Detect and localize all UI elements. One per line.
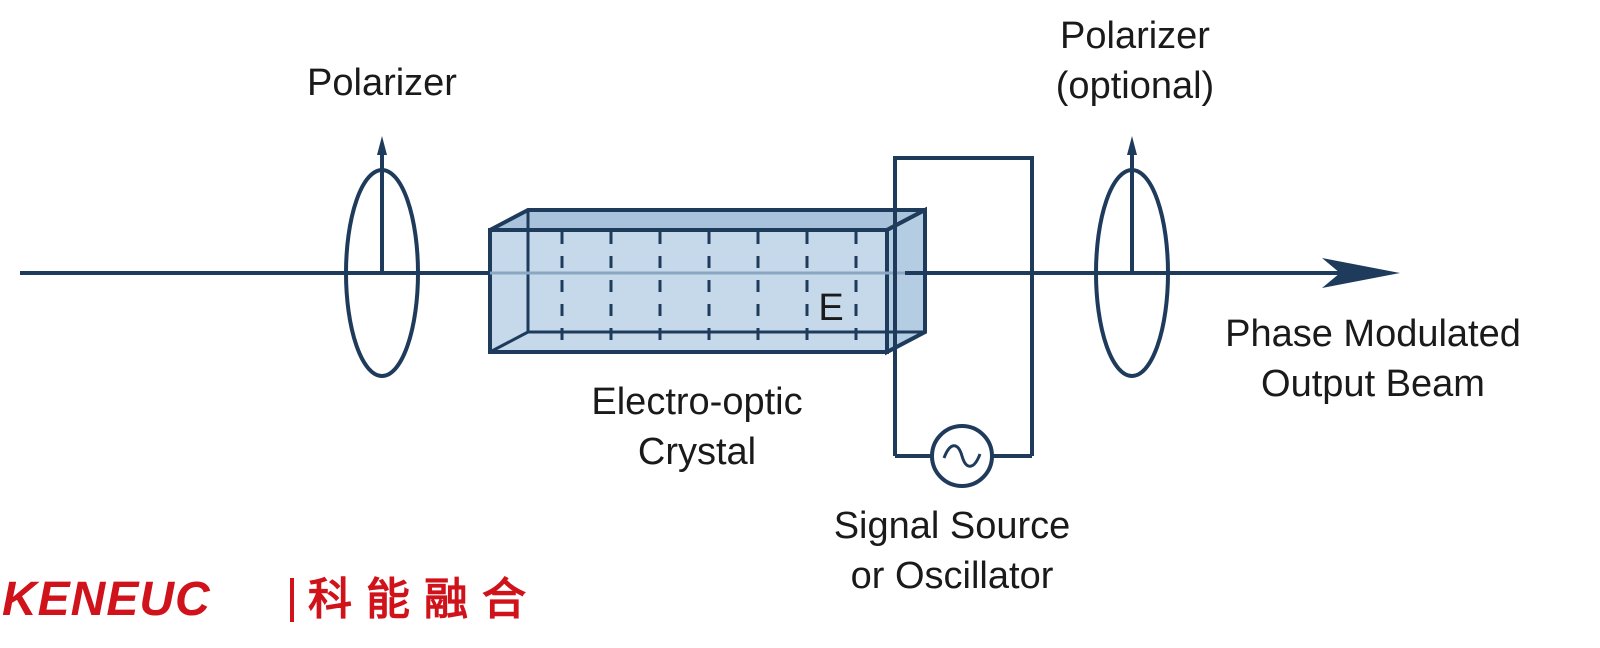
logo-cjk-text: 科能融合 — [308, 574, 540, 625]
output-label-line2: Output Beam — [1261, 363, 1485, 405]
output-polarizer-label-line2: (optional) — [1056, 65, 1214, 107]
output-polarizer-label-line1: Polarizer — [1060, 15, 1210, 57]
electro-optic-crystal: E Electro-optic Crystal — [488, 206, 927, 473]
input-polarizer-label: Polarizer — [307, 62, 457, 104]
source-label-line1: Signal Source — [834, 505, 1071, 547]
crystal-label-line2: Crystal — [638, 431, 756, 473]
arrowhead-icon — [1322, 258, 1400, 288]
output-label-line1: Phase Modulated — [1225, 313, 1521, 355]
logo-latin-text: KENEUC — [2, 573, 211, 626]
source-label-line2: or Oscillator — [851, 555, 1054, 597]
output-polarizer: Polarizer (optional) — [1056, 15, 1214, 378]
keneuc-logo: KENEUC 科能融合 — [2, 573, 540, 626]
input-polarizer: Polarizer — [307, 62, 457, 378]
field-symbol: E — [818, 287, 843, 329]
crystal-label-line1: Electro-optic — [591, 381, 802, 423]
sine-wave-icon — [930, 424, 994, 488]
signal-source-circuit: Signal Source or Oscillator — [834, 156, 1071, 597]
